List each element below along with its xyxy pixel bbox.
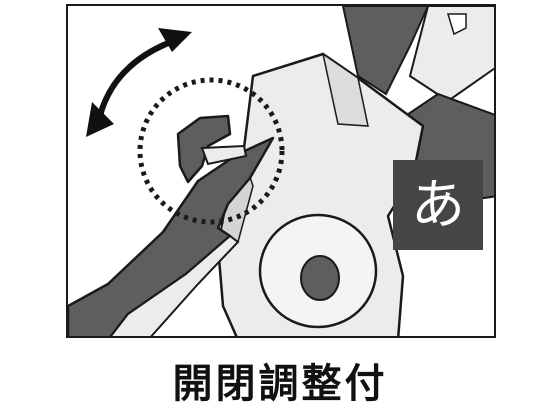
pivot-screw <box>300 255 340 301</box>
handle-grip-light <box>408 6 494 103</box>
feature-caption: 開閉調整付 <box>172 360 388 407</box>
hiragana-badge: あ <box>393 160 483 250</box>
dotted-focus-circle-icon <box>137 77 285 225</box>
upper-handle <box>341 6 430 96</box>
double-headed-curved-arrow-icon <box>86 28 192 137</box>
